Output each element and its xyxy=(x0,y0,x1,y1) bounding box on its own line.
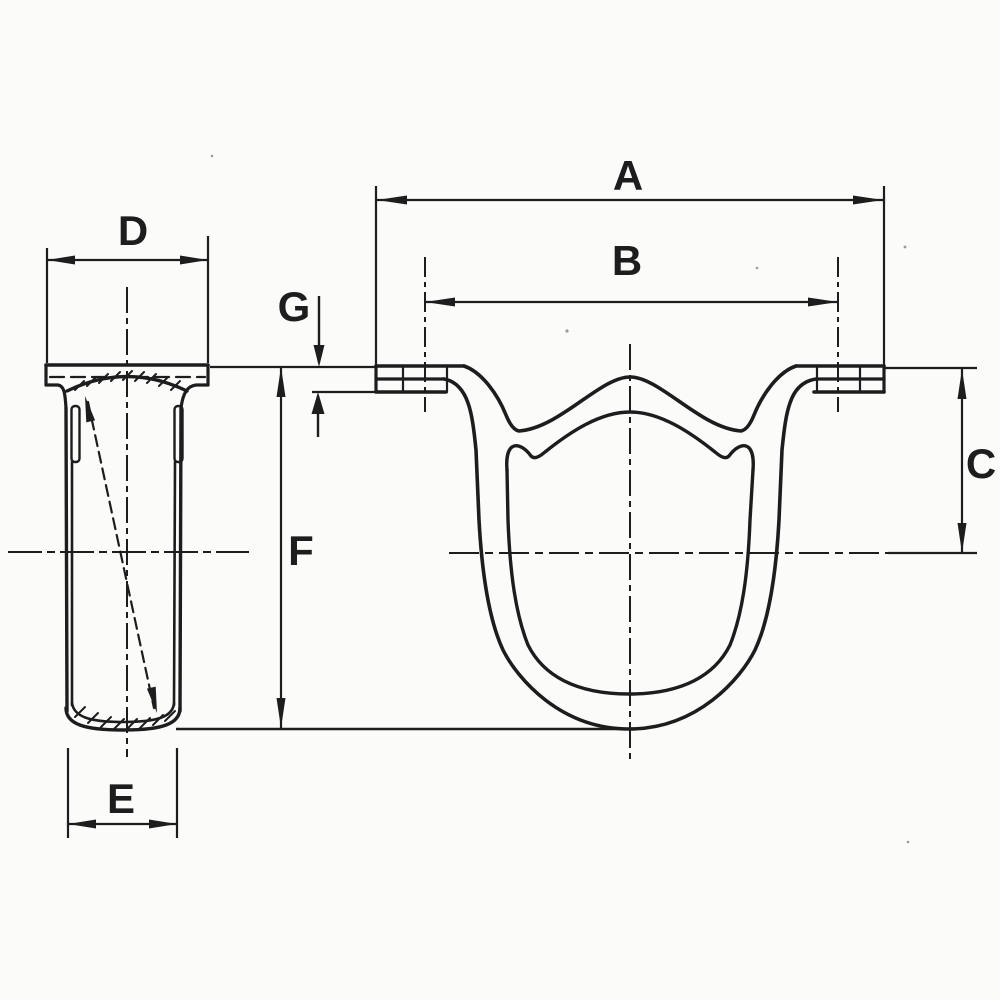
dim-c-arrow-bottom xyxy=(957,523,967,553)
side-left-outer-wall xyxy=(64,406,69,713)
side-bottom-hatching xyxy=(74,706,176,730)
dim-e-arrow-right xyxy=(149,819,177,829)
dimension-labels: A B C D E F G xyxy=(107,152,996,822)
dim-c-arrow-top xyxy=(957,369,967,399)
dim-a-arrow-left xyxy=(377,195,407,205)
dim-label-f: F xyxy=(288,527,314,574)
side-right-inner-wall xyxy=(172,460,177,707)
dimension-arrowheads xyxy=(47,195,967,829)
dim-label-d: D xyxy=(118,207,148,254)
side-dome-hatching xyxy=(74,370,181,391)
dim-g-arrow-top xyxy=(313,345,325,367)
dim-label-a: A xyxy=(613,152,643,199)
dim-label-c: C xyxy=(966,440,996,487)
dim-b-arrow-left xyxy=(425,297,455,307)
side-left-slot xyxy=(70,404,81,464)
diagonal-arrowhead-bottom xyxy=(146,686,157,713)
dim-g-arrow-bottom xyxy=(311,392,325,414)
dim-label-e: E xyxy=(107,775,135,822)
dim-d-arrow-left xyxy=(47,255,75,265)
side-view xyxy=(44,363,210,732)
dim-e-arrow-left xyxy=(68,819,96,829)
side-diagonal-reference-line xyxy=(86,400,156,710)
side-right-slot xyxy=(173,404,184,464)
side-left-shoulder xyxy=(44,383,68,410)
dim-d-arrow-right xyxy=(180,255,208,265)
diagonal-arrowhead-top xyxy=(85,396,96,423)
dim-a-arrow-right xyxy=(853,195,883,205)
side-diagonal-arrowheads xyxy=(85,396,157,713)
dim-f-arrow-bottom xyxy=(276,698,286,728)
dim-label-b: B xyxy=(612,237,642,284)
side-bottom-outer-arc xyxy=(64,706,182,732)
dim-f-arrow-top xyxy=(276,367,286,397)
side-right-outer-wall xyxy=(178,406,183,713)
dim-b-arrow-right xyxy=(808,297,838,307)
side-view-centerlines xyxy=(8,287,249,757)
dim-label-g: G xyxy=(278,283,311,330)
scan-speckles xyxy=(210,154,910,844)
